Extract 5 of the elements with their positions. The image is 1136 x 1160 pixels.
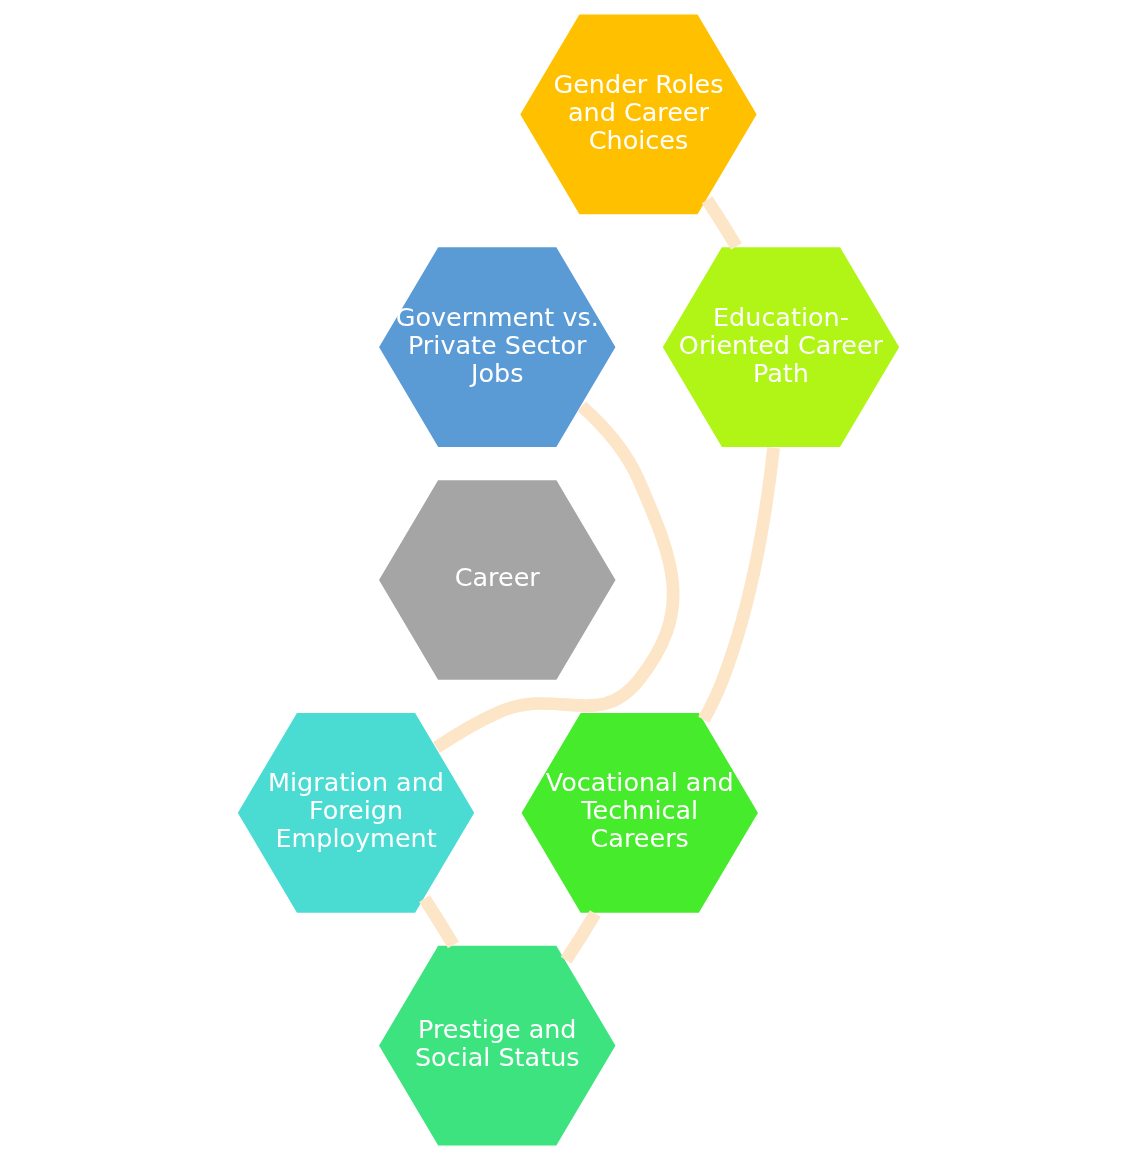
connector — [560, 910, 601, 964]
connector — [418, 895, 459, 949]
connector — [701, 196, 742, 250]
connector — [432, 401, 679, 753]
connector — [697, 447, 780, 723]
